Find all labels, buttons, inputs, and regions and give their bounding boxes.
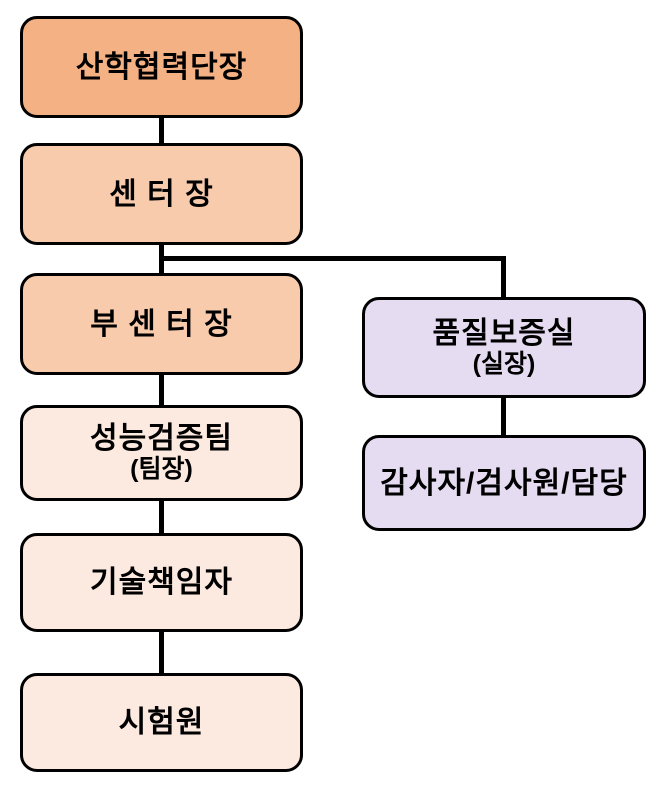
- org-node-label: 산학협력단장: [75, 50, 248, 84]
- org-node-label: 센 터 장: [109, 177, 214, 211]
- connector-technical-manager-to-tester: [159, 632, 164, 675]
- org-node-label: 품질보증실: [432, 316, 576, 350]
- org-node-label: 성능검증팀: [90, 422, 233, 456]
- connector-branch-horizontal: [159, 256, 506, 261]
- org-node-label: 시험원: [118, 706, 205, 739]
- connector-deputy-to-team: [159, 375, 164, 407]
- connector-branch-to-qa-office: [501, 256, 506, 299]
- org-node-technical-manager: 기술책임자: [20, 533, 303, 632]
- org-node-head-of-industry-cooperation: 산학협력단장: [20, 16, 303, 118]
- org-node-label: 부 센 터 장: [90, 307, 233, 341]
- org-node-auditor-inspector-staff: 감사자/검사원/담당: [362, 435, 646, 531]
- org-node-quality-assurance-office: 품질보증실 (실장): [362, 297, 646, 398]
- org-node-label: 기술책임자: [90, 566, 233, 599]
- org-node-sublabel: (팀장): [130, 455, 193, 484]
- org-node-sublabel: (실장): [472, 349, 536, 378]
- org-node-tester: 시험원: [20, 673, 303, 772]
- connector-head-to-center: [159, 118, 164, 145]
- org-node-deputy-center-director: 부 센 터 장: [20, 273, 303, 375]
- org-node-label: 감사자/검사원/담당: [380, 466, 628, 500]
- connector-team-to-technical-manager: [159, 501, 164, 535]
- org-node-center-director: 센 터 장: [20, 143, 303, 245]
- org-node-performance-verification-team: 성능검증팀 (팀장): [20, 405, 303, 501]
- connector-qa-office-to-auditor: [501, 398, 506, 437]
